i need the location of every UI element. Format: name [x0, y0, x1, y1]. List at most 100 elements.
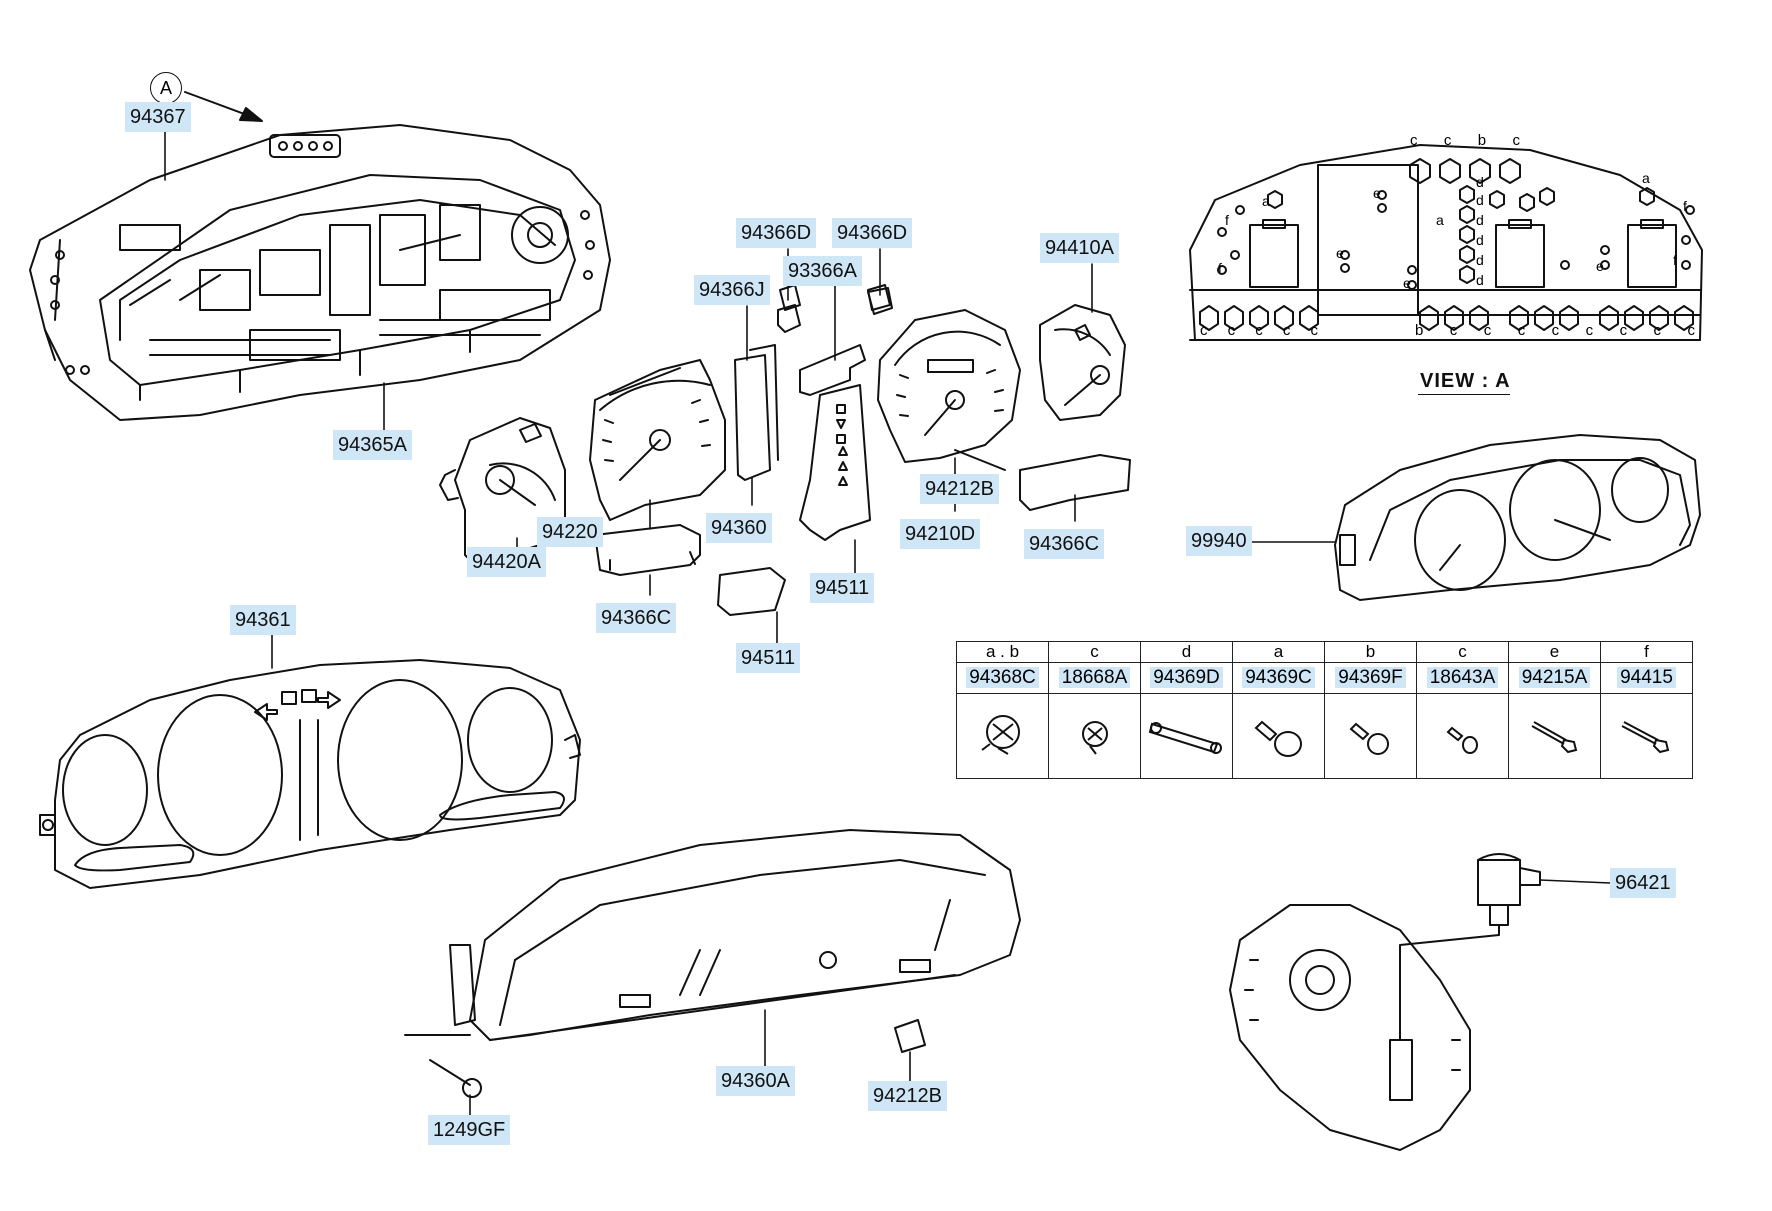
wedge-bulb-small-icon [1446, 726, 1478, 754]
socket-icon-cell [1600, 693, 1693, 779]
view-letter: e [1336, 245, 1344, 261]
twist-socket-icon [980, 714, 1020, 755]
part-label-96421[interactable]: 96421 [1610, 868, 1676, 898]
bracket-94366C-left-drawing [594, 524, 701, 576]
view-letter: f [1683, 198, 1687, 214]
part-label-93366A[interactable]: 93366A [783, 256, 862, 286]
part-label-94220[interactable]: 94220 [537, 517, 603, 547]
part-label-94212B-lower[interactable]: 94212B [868, 1081, 947, 1111]
view-letter: a [1262, 193, 1270, 209]
view-letter: c [1483, 322, 1492, 339]
transmission-case-drawing [1229, 904, 1471, 1151]
part-label-94366D-left[interactable]: 94366D [736, 218, 817, 248]
table-part-cell[interactable]: 94369D [1140, 662, 1233, 694]
view-letter: c [1619, 322, 1628, 339]
table-letter: c [1048, 641, 1141, 663]
table-letter: e [1508, 641, 1601, 663]
table-part-number[interactable]: 18643A [1426, 667, 1499, 688]
lens-cover-drawing [449, 829, 1021, 1041]
view-letter: c [1227, 322, 1236, 339]
temperature-gauge-drawing [1039, 304, 1126, 421]
socket-icon-cell [1324, 693, 1417, 779]
part-label-94366C-right[interactable]: 94366C [1024, 529, 1105, 559]
part-label-94361[interactable]: 94361 [230, 605, 296, 635]
view-letter: c [1687, 322, 1695, 339]
socket-icon-cell [1232, 693, 1325, 779]
view-a-bottom-right-letters: b c c c c c c c c [1415, 322, 1695, 339]
view-a-arrow [184, 91, 263, 122]
cluster-housing-drawing [29, 124, 611, 421]
bulb-socket-table: a . b c d a b c e f 94368C 18668A 94369D… [956, 641, 1693, 779]
tachometer-drawing [877, 309, 1021, 471]
part-label-94420A[interactable]: 94420A [467, 547, 546, 577]
part-label-94210D[interactable]: 94210D [900, 519, 981, 549]
table-part-number[interactable]: 94369D [1150, 667, 1223, 688]
part-label-94365A[interactable]: 94365A [333, 430, 412, 460]
callout-a: A [150, 72, 182, 104]
part-label-94511-lower[interactable]: 94511 [736, 643, 801, 673]
view-letter: d [1476, 252, 1484, 268]
cluster-facia-drawing [39, 659, 581, 889]
part-label-94410A[interactable]: 94410A [1040, 233, 1119, 263]
part-label-94212B-upper[interactable]: 94212B [920, 474, 999, 504]
view-letter: c [1200, 322, 1208, 339]
part-label-94511-upper[interactable]: 94511 [810, 573, 875, 603]
part-label-94360[interactable]: 94360 [706, 513, 772, 543]
view-letter: f [1225, 212, 1229, 228]
view-a-underline [1418, 394, 1510, 395]
table-part-cell[interactable]: 18643A [1416, 662, 1509, 694]
part-label-94367[interactable]: 94367 [125, 102, 191, 132]
table-part-cell[interactable]: 18668A [1048, 662, 1141, 694]
socket-icon-cell [1416, 693, 1509, 779]
table-part-cell[interactable]: 94215A [1508, 662, 1601, 694]
view-letter: c [1443, 132, 1452, 149]
view-letter: e [1403, 275, 1411, 291]
view-letter: d [1476, 192, 1484, 208]
table-letter: d [1140, 641, 1233, 663]
wedge-bulb-large-icon [1254, 720, 1302, 757]
clip-94366D-right-drawing [867, 287, 893, 315]
view-letter: f [1218, 260, 1222, 276]
part-label-94366J[interactable]: 94366J [694, 275, 770, 305]
view-letter: e [1373, 185, 1381, 201]
part-label-94366D-right[interactable]: 94366D [832, 218, 913, 248]
long-screw-icon [1621, 720, 1669, 753]
table-part-number[interactable]: 94369C [1242, 667, 1315, 688]
bracket-94366C-right-drawing [1019, 454, 1131, 511]
view-letter: c [1517, 322, 1526, 339]
part-label-1249GF[interactable]: 1249GF [428, 1115, 511, 1145]
table-part-cell[interactable]: 94369F [1324, 662, 1417, 694]
table-part-number[interactable]: 94415 [1617, 667, 1676, 688]
table-letter: f [1600, 641, 1693, 663]
view-letter: d [1476, 174, 1484, 190]
table-part-cell[interactable]: 94368C [956, 662, 1049, 694]
table-part-number[interactable]: 18668A [1058, 667, 1131, 688]
view-a-top-letters: c c b c [1410, 132, 1520, 149]
speed-sensor-drawing [1399, 853, 1541, 1041]
part-label-99940[interactable]: 99940 [1186, 526, 1252, 556]
part-label-94366C-left[interactable]: 94366C [596, 603, 677, 633]
table-letter: a . b [956, 641, 1049, 663]
table-letter: c [1416, 641, 1509, 663]
view-letter: c [1410, 132, 1418, 149]
part-label-94360A[interactable]: 94360A [716, 1066, 795, 1096]
printed-circuit-plate-drawing [734, 344, 779, 481]
view-letter: c [1653, 322, 1662, 339]
view-letter: c [1512, 132, 1520, 149]
table-part-number[interactable]: 94369F [1335, 667, 1406, 688]
table-part-cell[interactable]: 94369C [1232, 662, 1325, 694]
view-letter: c [1585, 322, 1594, 339]
view-a-bottom-left-letters: c c c c c [1200, 322, 1318, 339]
view-letter: d [1476, 272, 1484, 288]
view-letter: c [1282, 322, 1291, 339]
view-letter: f [1673, 252, 1677, 268]
indicator-plate-drawing [799, 384, 871, 541]
table-part-cell[interactable]: 94415 [1600, 662, 1693, 694]
view-a-text: VIEW : A [1420, 370, 1511, 392]
view-letter: c [1551, 322, 1560, 339]
bracket-94511-lower-drawing [717, 567, 786, 616]
leader-lines [164, 131, 1611, 1116]
table-part-number[interactable]: 94215A [1518, 667, 1591, 688]
table-part-number[interactable]: 94368C [966, 667, 1039, 688]
